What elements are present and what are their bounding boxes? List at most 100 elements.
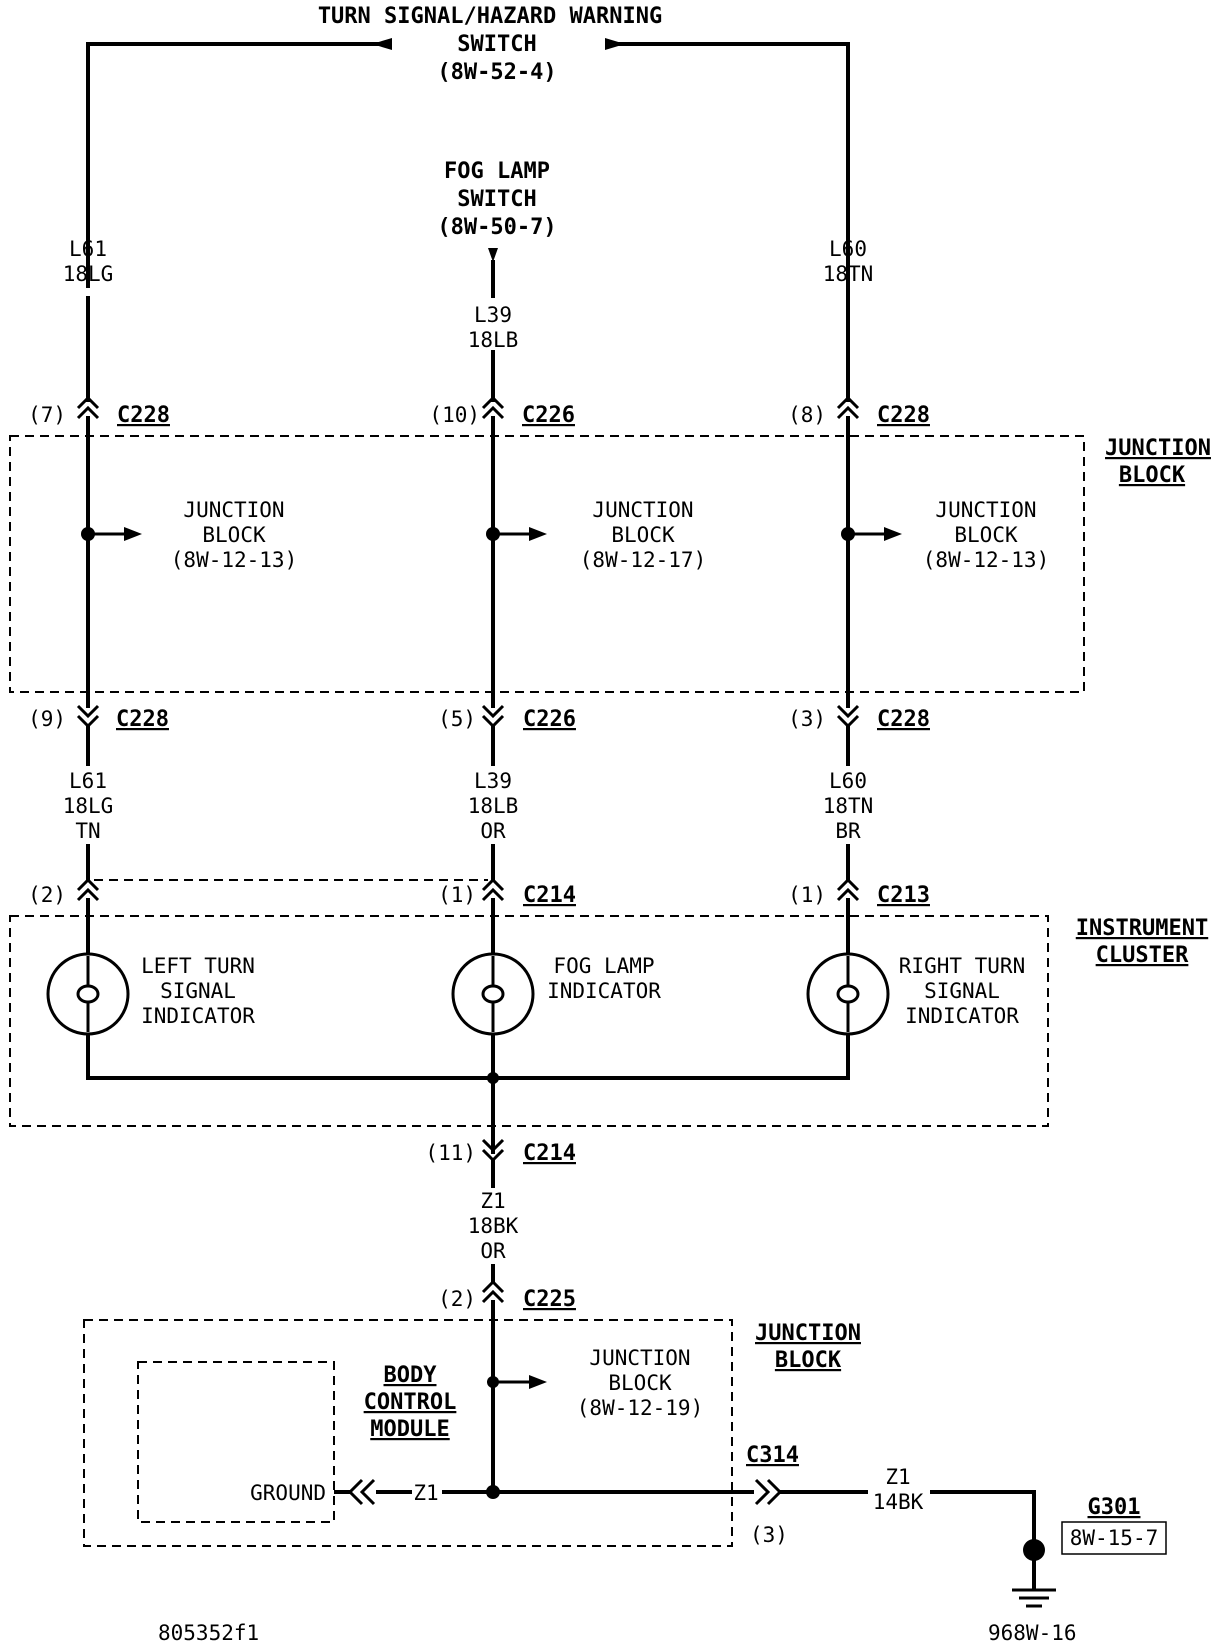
ground-ref-box [1061, 1521, 1167, 1555]
switch-title-line2: SWITCH [457, 32, 536, 57]
arrow-right-icon [529, 1375, 547, 1389]
wire-label-gauge: 18LG [63, 794, 114, 818]
left-turn-lamp-icon [46, 952, 130, 1036]
junction-block-title: JUNCTION [1105, 436, 1211, 461]
jb-ref-3: JUNCTION BLOCK (8W-12-13) [923, 498, 1049, 572]
svg-text:C228: C228 [877, 707, 930, 732]
svg-text:FOG LAMP: FOG LAMP [553, 954, 654, 978]
svg-text:SIGNAL: SIGNAL [160, 979, 236, 1003]
svg-text:(1): (1) [788, 883, 826, 907]
svg-text:C228: C228 [116, 707, 169, 732]
svg-text:BLOCK: BLOCK [202, 523, 266, 547]
arrow-right-icon [529, 527, 547, 541]
svg-text:INDICATOR: INDICATOR [547, 979, 661, 1003]
wire-label-gauge: 18LB [468, 794, 519, 818]
connector-c228-top-left: (7) C228 [28, 395, 170, 428]
arrow-down-icon [488, 248, 498, 262]
wire-label-circuit: L39 [474, 303, 512, 327]
ground-point-ref: 8W-15-7 [1070, 1526, 1159, 1550]
ground-splice-dot [1023, 1539, 1045, 1561]
fog-lamp-icon [451, 952, 535, 1036]
wire-label-circuit: L60 [829, 237, 867, 261]
svg-text:(3): (3) [750, 1523, 788, 1547]
svg-text:MODULE: MODULE [370, 1417, 449, 1442]
wire-label-circuit: L61 [69, 769, 107, 793]
wire-label-circuit: L60 [829, 769, 867, 793]
wire-to-ground [930, 1490, 1036, 1590]
svg-text:CONTROL: CONTROL [364, 1390, 457, 1415]
connector-c226-bottom: (5) C226 [438, 704, 576, 732]
svg-text:RIGHT TURN: RIGHT TURN [899, 954, 1025, 978]
arrow-right-icon [605, 38, 625, 50]
footer-left-code: 805352f1 [158, 1621, 259, 1645]
wire-label-circuit: Z1 [413, 1481, 438, 1505]
svg-text:(1): (1) [438, 883, 476, 907]
wire-label-circuit: L61 [69, 237, 107, 261]
switch-title-line1: TURN SIGNAL/HAZARD WARNING [318, 4, 662, 29]
fog-switch-line2: SWITCH [457, 187, 536, 212]
svg-text:JUNCTION: JUNCTION [183, 498, 284, 522]
connector-c226-top: (10) C226 [429, 395, 575, 428]
right-turn-indicator-label: RIGHT TURN SIGNAL INDICATOR [899, 954, 1025, 1028]
connector-c214-bottom: (11) C214 [425, 1138, 576, 1166]
wire-l61-upper [86, 42, 387, 402]
wire-label-gauge: 14BK [873, 1490, 924, 1514]
ground-icon [1012, 1588, 1056, 1608]
connector-c228-bottom-left: (9) C228 [28, 704, 169, 732]
svg-text:(9): (9) [28, 707, 66, 731]
turn-signal-hazard-switch: TURN SIGNAL/HAZARD WARNING SWITCH (8W-52… [318, 4, 662, 85]
svg-text:C228: C228 [877, 403, 930, 428]
fog-lamp-switch: FOG LAMP SWITCH (8W-50-7) [437, 159, 557, 262]
wire-label-tracer: OR [480, 1239, 506, 1263]
wire-label-circuit: Z1 [885, 1465, 910, 1489]
svg-text:BLOCK: BLOCK [608, 1371, 672, 1395]
svg-text:(8): (8) [788, 403, 826, 427]
connector-c213: (1) C213 [788, 877, 930, 908]
svg-text:C314: C314 [746, 1443, 799, 1468]
svg-text:JUNCTION: JUNCTION [589, 1346, 690, 1370]
svg-text:C213: C213 [877, 883, 930, 908]
jb-bottom-ref: JUNCTION BLOCK (8W-12-19) [577, 1346, 703, 1420]
wire-label-tracer: BR [835, 819, 861, 843]
wire-label-gauge: 18LB [468, 328, 519, 352]
svg-text:JUNCTION: JUNCTION [592, 498, 693, 522]
svg-text:C214: C214 [523, 1141, 576, 1166]
left-turn-indicator-label: LEFT TURN SIGNAL INDICATOR [141, 954, 255, 1028]
arrow-left-icon [372, 38, 392, 50]
junction-block-title: BLOCK [1119, 463, 1186, 488]
svg-text:(10): (10) [429, 403, 480, 427]
connector-c314: C314 (3) [746, 1443, 799, 1547]
splice-dot [486, 1485, 500, 1499]
svg-text:C228: C228 [117, 403, 170, 428]
svg-text:C226: C226 [523, 707, 576, 732]
ground-point-name: G301 [1088, 1495, 1141, 1520]
svg-text:(7): (7) [28, 403, 66, 427]
svg-text:C225: C225 [523, 1287, 576, 1312]
connector-left-cluster: (2) [28, 877, 100, 907]
footer-right-code: 968W-16 [988, 1621, 1077, 1645]
instrument-cluster-title: INSTRUMENT [1076, 916, 1208, 941]
instrument-cluster-boundary [9, 915, 1049, 1127]
wire-label-tracer: OR [480, 819, 506, 843]
svg-text:(8W-12-13): (8W-12-13) [171, 548, 297, 572]
jb-ref-1: JUNCTION BLOCK (8W-12-13) [171, 498, 297, 572]
connector-c214-top: (1) C214 [438, 877, 576, 908]
svg-text:(8W-12-19): (8W-12-19) [577, 1396, 703, 1420]
bcm-ground-label: GROUND [250, 1481, 326, 1505]
wire-label-circuit: Z1 [480, 1189, 505, 1213]
junction-block-bottom-title: JUNCTION [755, 1321, 861, 1346]
connector-c228-top-right: (8) C228 [788, 395, 930, 428]
svg-text:BLOCK: BLOCK [611, 523, 675, 547]
svg-text:C226: C226 [522, 403, 575, 428]
bcm-ground-connector [347, 1478, 376, 1506]
svg-text:(8W-12-17): (8W-12-17) [580, 548, 706, 572]
svg-text:INDICATOR: INDICATOR [905, 1004, 1019, 1028]
svg-text:C214: C214 [523, 883, 576, 908]
arrow-right-icon [884, 527, 902, 541]
connector-c225: (2) C225 [438, 1279, 576, 1312]
connector-c228-bottom-right: (3) C228 [788, 704, 930, 732]
splice-dot [487, 1072, 499, 1084]
svg-text:BLOCK: BLOCK [954, 523, 1018, 547]
svg-text:JUNCTION: JUNCTION [935, 498, 1036, 522]
